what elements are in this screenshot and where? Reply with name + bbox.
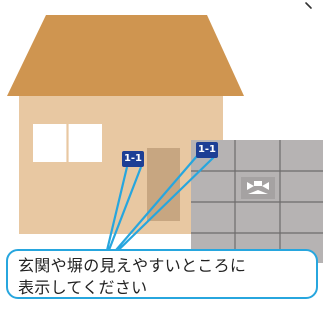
decorative-stroke — [305, 2, 312, 9]
fence-ornament — [241, 177, 275, 199]
instruction-text: 玄関や塀の見えやすいところに 表示してください — [18, 256, 247, 297]
front-door — [147, 148, 180, 221]
fence — [191, 140, 323, 263]
instruction-callout: 玄関や塀の見えやすいところに 表示してください — [6, 249, 318, 299]
house-roof — [7, 15, 244, 96]
wall-number-badge: 1-1 — [196, 142, 218, 158]
door-number-badge: 1-1 — [122, 151, 144, 167]
